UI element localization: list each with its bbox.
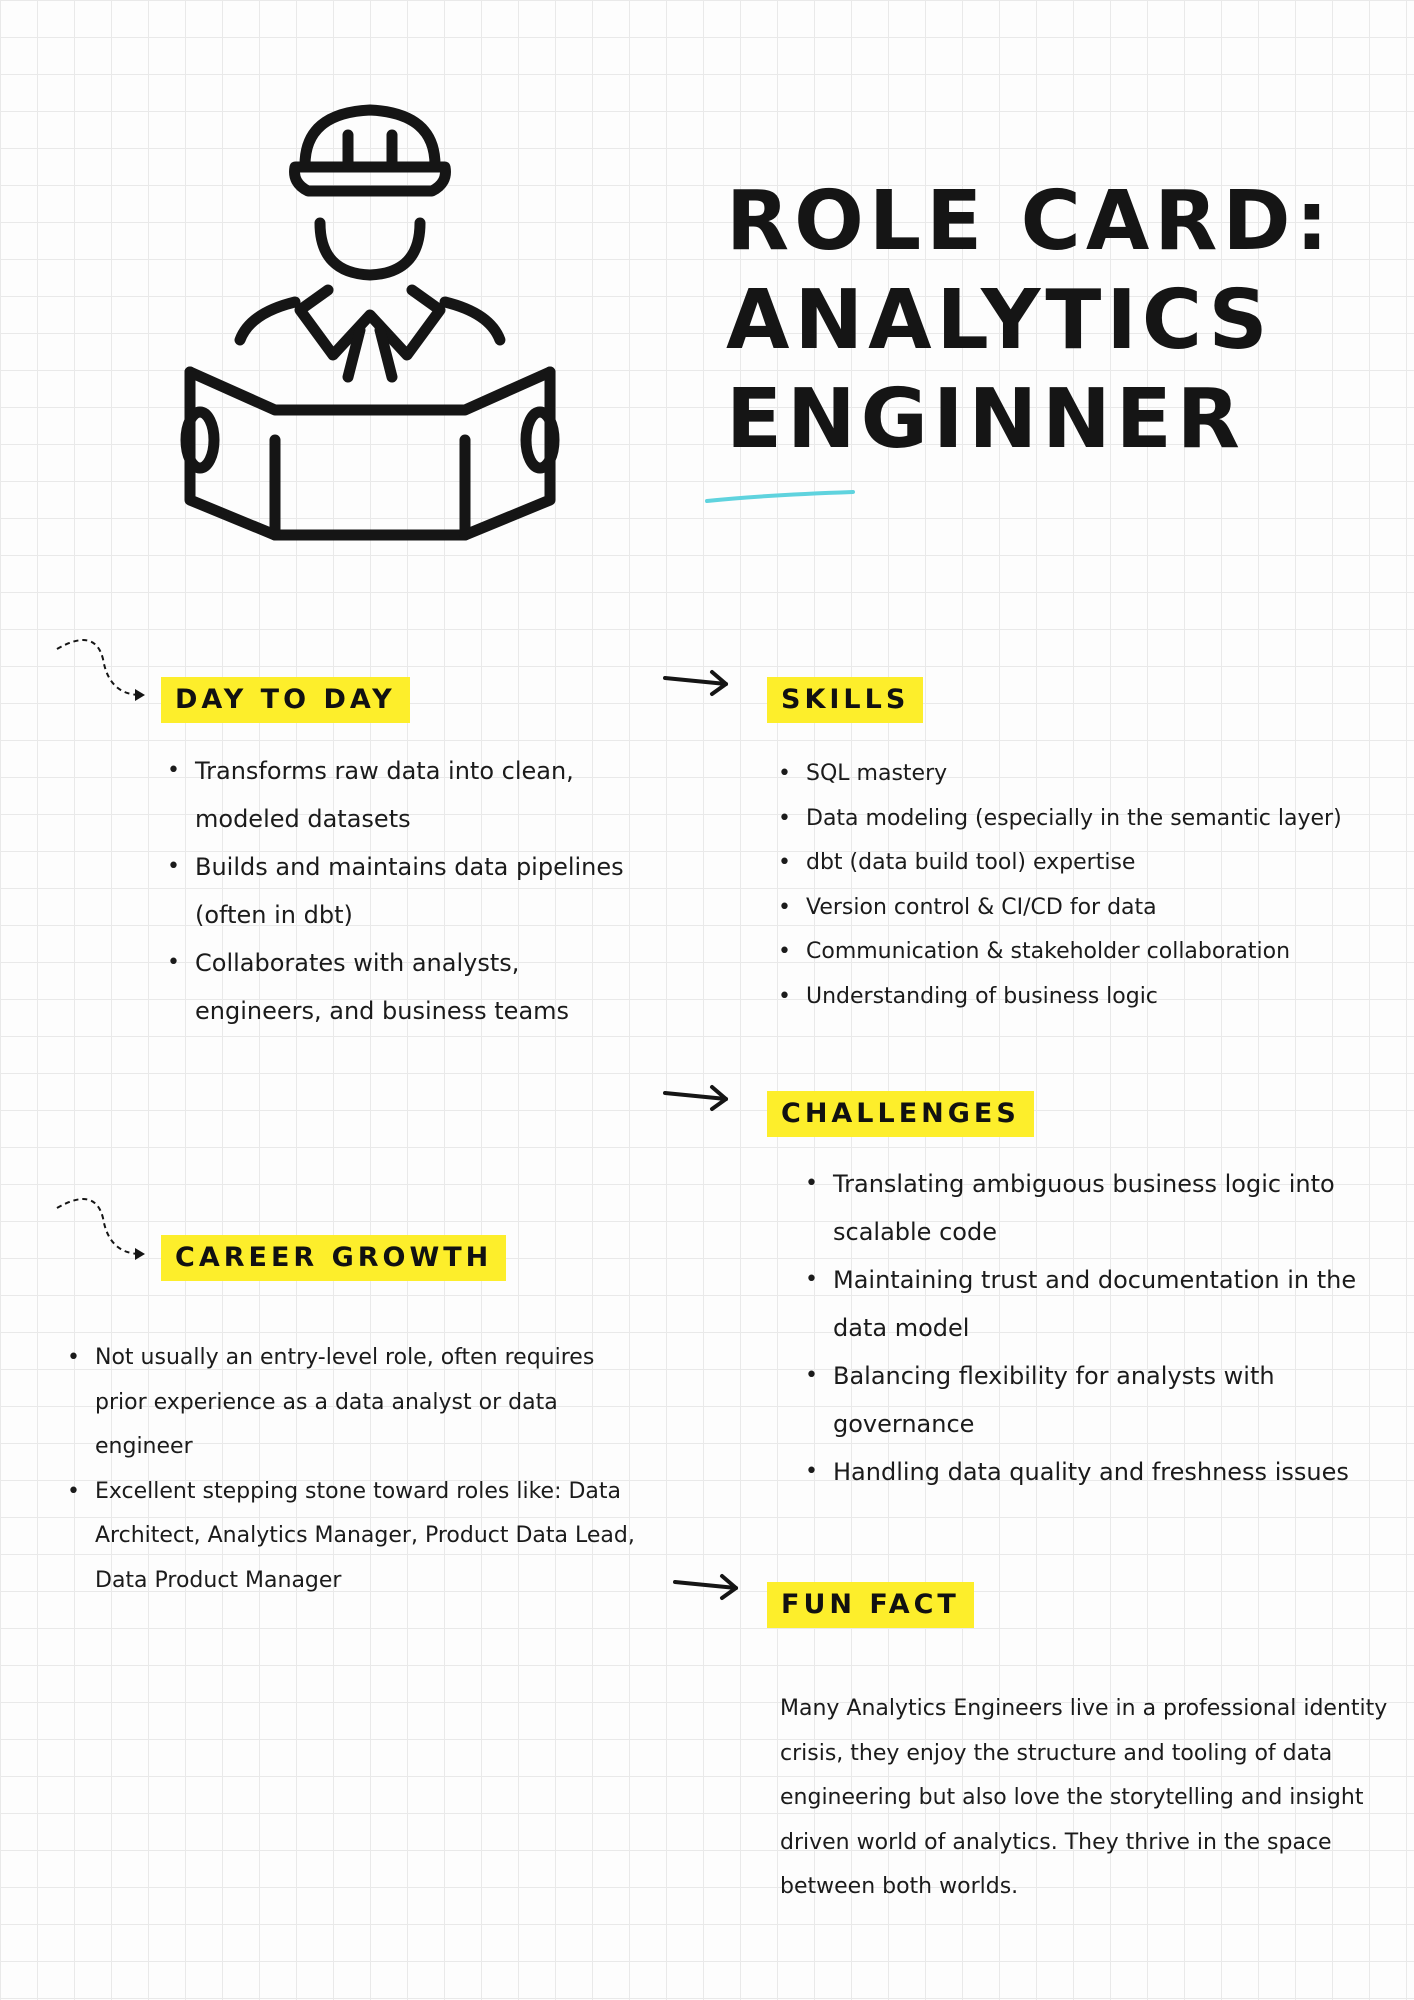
list-item: Collaborates with analysts, engineers, a… bbox=[167, 939, 637, 1035]
title-underline bbox=[705, 490, 855, 503]
list-item: Data modeling (especially in the semanti… bbox=[778, 797, 1398, 842]
list-item: Handling data quality and freshness issu… bbox=[805, 1448, 1405, 1496]
title-line-3: Enginner bbox=[726, 372, 1245, 467]
list-item: SQL mastery bbox=[778, 752, 1398, 797]
challenges-list: Translating ambiguous business logic int… bbox=[805, 1160, 1405, 1496]
engineer-reading-blueprint-icon bbox=[180, 104, 560, 541]
list-item: Maintaining trust and documentation in t… bbox=[805, 1256, 1405, 1352]
list-item: Understanding of business logic bbox=[778, 975, 1398, 1020]
fun-fact-heading: Fun Fact bbox=[767, 1582, 974, 1628]
day-to-day-list: Transforms raw data into clean, modeled … bbox=[167, 747, 637, 1035]
career-growth-list: Not usually an entry-level role, often r… bbox=[67, 1336, 642, 1604]
fun-fact-text: Many Analytics Engineers live in a profe… bbox=[780, 1696, 1388, 1899]
list-item: Communication & stakeholder collaboratio… bbox=[778, 930, 1398, 975]
dashed-curved-arrow-icon bbox=[56, 639, 145, 701]
right-arrow-icon bbox=[673, 1574, 738, 1600]
skills-list: SQL mastery Data modeling (especially in… bbox=[778, 752, 1398, 1019]
day-to-day-heading: Day to Day bbox=[161, 677, 410, 723]
list-item: Translating ambiguous business logic int… bbox=[805, 1160, 1405, 1256]
title-line-1: Role Card: bbox=[726, 174, 1334, 269]
list-item: Excellent stepping stone toward roles li… bbox=[67, 1470, 642, 1604]
dashed-curved-arrow-icon bbox=[56, 1198, 145, 1260]
list-item: Version control & CI/CD for data bbox=[778, 886, 1398, 931]
list-item: Balancing flexibility for analysts with … bbox=[805, 1352, 1405, 1448]
page-title: Role Card: Analytics Enginner bbox=[726, 172, 1386, 469]
title-line-2: Analytics bbox=[726, 273, 1273, 368]
list-item: Transforms raw data into clean, modeled … bbox=[167, 747, 637, 843]
right-arrow-icon bbox=[663, 670, 728, 696]
skills-heading: Skills bbox=[767, 677, 924, 723]
career-growth-heading: Career Growth bbox=[161, 1235, 507, 1281]
challenges-heading: Challenges bbox=[767, 1091, 1034, 1137]
list-item: dbt (data build tool) expertise bbox=[778, 841, 1398, 886]
list-item: Not usually an entry-level role, often r… bbox=[67, 1336, 642, 1470]
list-item: Builds and maintains data pipelines (oft… bbox=[167, 843, 637, 939]
right-arrow-icon bbox=[663, 1085, 728, 1111]
